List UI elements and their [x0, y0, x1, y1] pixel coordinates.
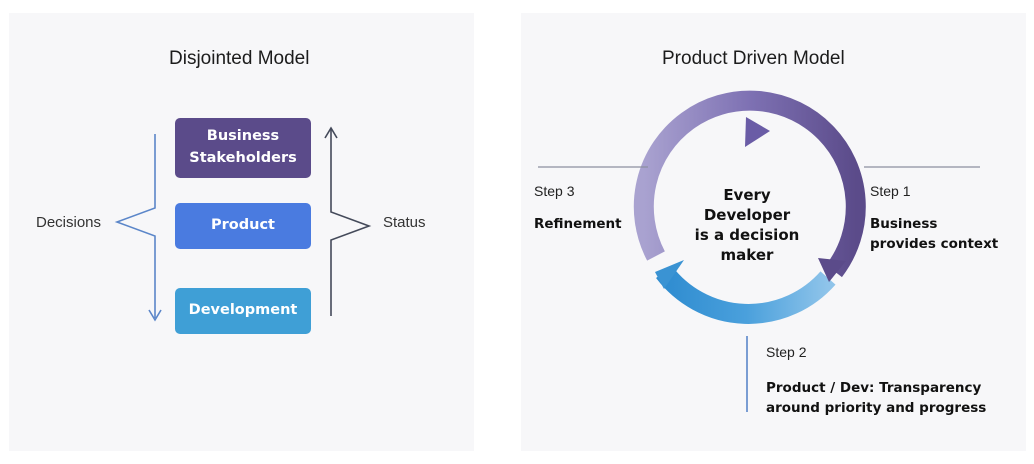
cycle-arrowhead-left: [655, 260, 684, 289]
cycle-arc-blue: [656, 265, 836, 324]
step1-label: Step 1: [870, 183, 911, 199]
center-line3: is a decision: [694, 226, 800, 244]
center-line1: Every: [723, 186, 771, 204]
cycle-arrows: [633, 90, 866, 324]
step2-line1: Product / Dev: Transparency: [766, 380, 982, 396]
disjointed-model-title: Disjointed Model: [169, 48, 310, 69]
cycle-center-text: Every Developer is a decision maker: [680, 185, 814, 265]
step2-line2: around priority and progress: [766, 400, 987, 416]
business-stakeholders-line2: Stakeholders: [189, 150, 297, 166]
status-label: Status: [383, 214, 426, 231]
step1-line2: provides context: [870, 236, 999, 252]
product-box: Product: [175, 203, 311, 249]
product-driven-model-panel: [521, 13, 1026, 451]
step1-line1: Business: [870, 216, 938, 232]
decisions-label: Decisions: [36, 214, 102, 231]
cycle-arrowhead-top: [745, 117, 770, 147]
center-line4: maker: [720, 246, 774, 264]
business-stakeholders-line1: Business: [206, 128, 280, 145]
cycle-arc-purple: [633, 90, 866, 278]
decisions-bracket: [114, 134, 162, 322]
development-box: Development: [175, 288, 311, 334]
business-stakeholders-box: Business Stakeholders: [175, 118, 311, 178]
product-driven-model-title: Product Driven Model: [662, 48, 845, 69]
step2-text: Product / Dev: Transparency around prior…: [766, 378, 986, 418]
center-line2: Developer: [703, 206, 791, 224]
step2-label: Step 2: [766, 344, 807, 360]
status-bracket: [324, 126, 372, 316]
step1-text: Business provides context: [870, 214, 998, 254]
cycle-arrowhead-right: [818, 258, 846, 282]
step3-text: Refinement: [534, 216, 622, 232]
step3-label: Step 3: [534, 183, 575, 199]
